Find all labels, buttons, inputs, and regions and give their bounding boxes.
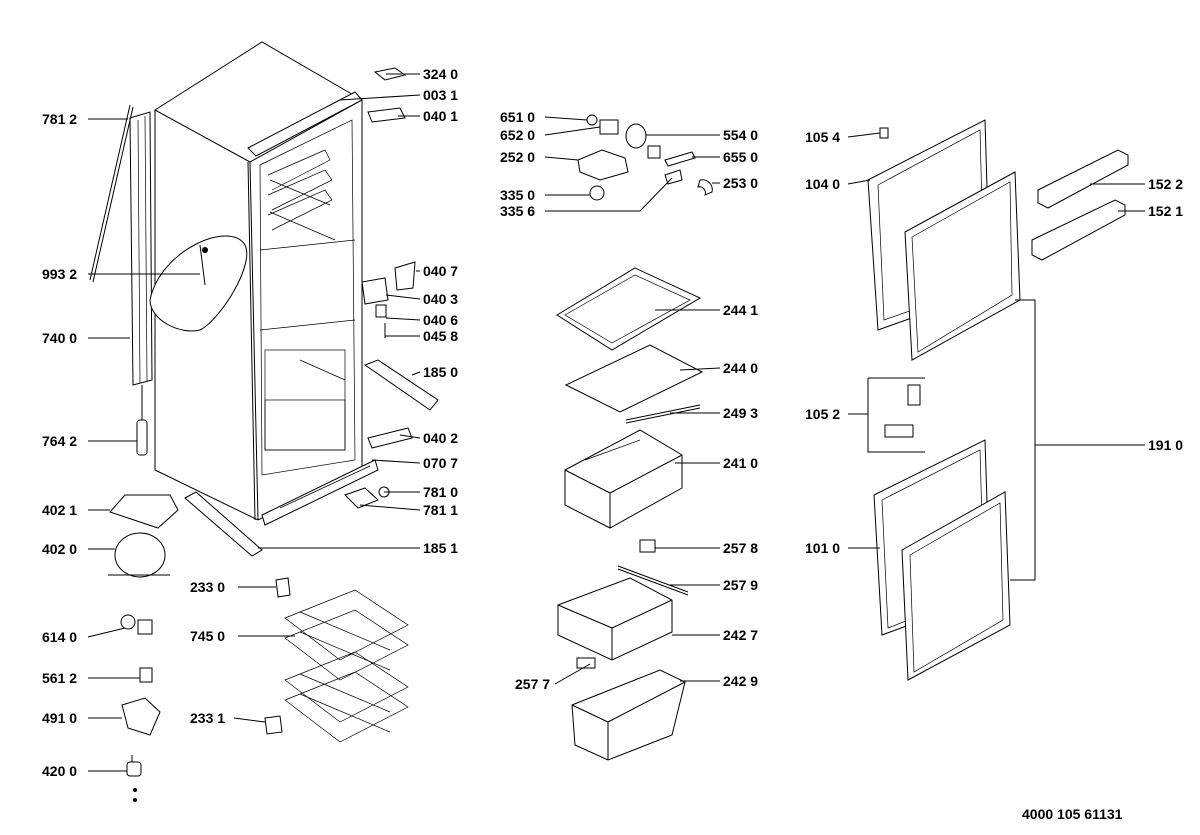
label-781-0: 781 0: [423, 484, 458, 500]
label-040-7: 040 7: [423, 263, 458, 279]
cabinet-body: [154, 41, 379, 526]
part-labels: 324 0 003 1 040 1 781 2 993 2 040 7 040 …: [42, 66, 1183, 779]
label-781-2: 781 2: [42, 111, 77, 127]
label-554-0: 554 0: [723, 127, 758, 143]
glass-shelf: [556, 267, 704, 424]
label-241-0: 241 0: [723, 455, 758, 471]
label-402-0: 402 0: [42, 541, 77, 557]
label-105-2: 105 2: [805, 406, 840, 422]
label-185-0: 185 0: [423, 364, 458, 380]
label-244-0: 244 0: [723, 360, 758, 376]
label-993-2: 993 2: [42, 266, 77, 282]
label-402-1: 402 1: [42, 502, 77, 518]
doors: [867, 119, 1129, 681]
label-152-2: 152 2: [1148, 176, 1183, 192]
drawers: [557, 429, 689, 761]
label-244-1: 244 1: [723, 302, 758, 318]
label-652-0: 652 0: [500, 127, 535, 143]
label-045-8: 045 8: [423, 328, 458, 344]
label-003-1: 003 1: [423, 87, 458, 103]
label-242-7: 242 7: [723, 627, 758, 643]
label-040-6: 040 6: [423, 312, 458, 328]
label-040-2: 040 2: [423, 430, 458, 446]
label-252-0: 252 0: [500, 149, 535, 165]
label-651-0: 651 0: [500, 109, 535, 125]
label-040-1: 040 1: [423, 108, 458, 124]
label-764-2: 764 2: [42, 433, 77, 449]
label-745-0: 745 0: [190, 628, 225, 644]
label-104-0: 104 0: [805, 176, 840, 192]
label-655-0: 655 0: [723, 149, 758, 165]
label-614-0: 614 0: [42, 629, 77, 645]
label-257-9: 257 9: [723, 577, 758, 593]
cabinet-parts: [184, 67, 439, 557]
label-191-0: 191 0: [1148, 437, 1183, 453]
condenser: [89, 104, 153, 456]
label-233-0: 233 0: [190, 579, 225, 595]
label-242-9: 242 9: [723, 673, 758, 689]
label-420-0: 420 0: [42, 763, 77, 779]
label-324-0: 324 0: [423, 66, 458, 82]
label-335-6: 335 6: [500, 203, 535, 219]
label-070-7: 070 7: [423, 455, 458, 471]
wire-shelves: [264, 577, 409, 743]
label-781-1: 781 1: [423, 502, 458, 518]
label-491-0: 491 0: [42, 710, 77, 726]
label-561-2: 561 2: [42, 670, 77, 686]
lamp-assembly: [577, 114, 713, 201]
label-105-4: 105 4: [805, 129, 840, 145]
label-740-0: 740 0: [42, 330, 77, 346]
detail-bubble: [149, 235, 248, 332]
label-257-7: 257 7: [515, 676, 550, 692]
leader-lines: [87, 73, 1145, 772]
label-040-3: 040 3: [423, 291, 458, 307]
label-335-0: 335 0: [500, 187, 535, 203]
compressor: [108, 494, 179, 802]
label-253-0: 253 0: [723, 175, 758, 191]
diagram-code: 4000 105 61131: [1022, 806, 1123, 822]
label-152-1: 152 1: [1148, 203, 1183, 219]
label-233-1: 233 1: [190, 710, 225, 726]
label-101-0: 101 0: [805, 540, 840, 556]
label-249-3: 249 3: [723, 405, 758, 421]
label-185-1: 185 1: [423, 540, 458, 556]
door-bracket: [1010, 299, 1145, 581]
label-257-8: 257 8: [723, 540, 758, 556]
